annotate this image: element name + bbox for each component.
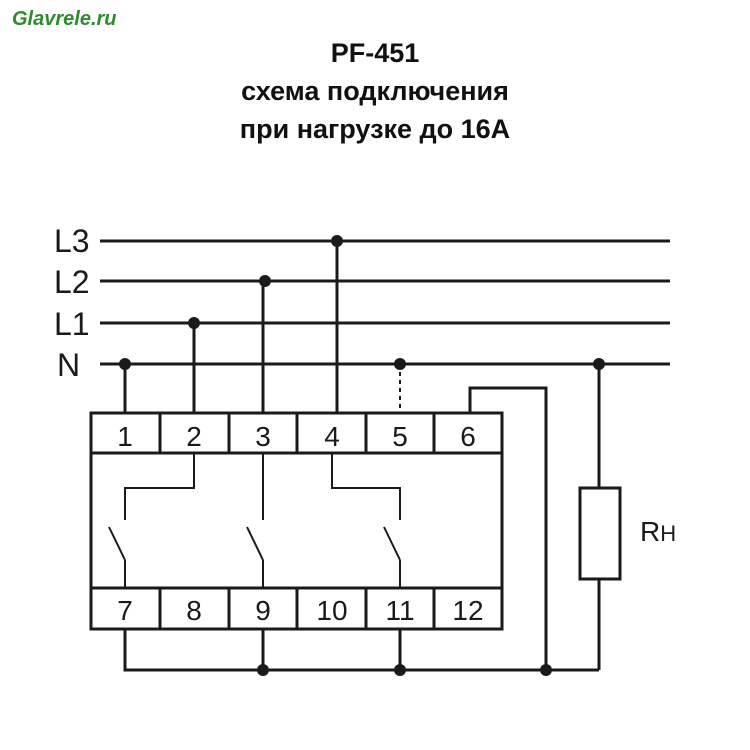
terminal-12: 12	[452, 595, 483, 626]
bus-label-l3: L3	[54, 223, 90, 259]
contact-1-feed	[124, 453, 195, 520]
terminal-4: 4	[324, 421, 340, 452]
bus-label-l1: L1	[54, 306, 90, 342]
terminal-11: 11	[385, 595, 414, 626]
contact-3-feed	[331, 453, 401, 520]
junction-dot	[188, 317, 200, 329]
load-label: RН	[640, 516, 676, 547]
title-load-rating: при нагрузке до 16А	[239, 114, 511, 144]
output-bus	[123, 629, 599, 672]
contact-1-switch	[108, 526, 126, 561]
junction-dot	[394, 358, 406, 370]
terminal-5: 5	[392, 421, 408, 452]
title-description: схема подключения	[241, 76, 509, 106]
bus-label-n: N	[57, 347, 80, 383]
load-resistor	[578, 486, 622, 581]
junction-dot	[540, 664, 552, 676]
junction-dot	[394, 664, 406, 676]
wire-terminal-6	[468, 386, 548, 670]
terminal-7: 7	[117, 595, 133, 626]
junction-dot	[331, 235, 343, 247]
diagram-title: PF-451 схема подключения при нагрузке до…	[0, 34, 750, 148]
terminal-10: 10	[316, 595, 347, 626]
terminal-1: 1	[117, 421, 133, 452]
contact-2-switch	[246, 526, 264, 561]
terminal-6: 6	[460, 421, 476, 452]
terminal-8: 8	[186, 595, 202, 626]
junction-dot	[119, 358, 131, 370]
junction-dot	[259, 275, 271, 287]
contact-3-switch	[383, 526, 401, 561]
title-model: PF-451	[330, 38, 420, 68]
terminal-9: 9	[255, 595, 271, 626]
site-watermark: Glavrele.ru	[12, 8, 117, 30]
terminal-2: 2	[186, 421, 202, 452]
junction-dot	[257, 664, 269, 676]
bus-label-l2: L2	[54, 264, 90, 300]
terminal-3: 3	[255, 421, 271, 452]
